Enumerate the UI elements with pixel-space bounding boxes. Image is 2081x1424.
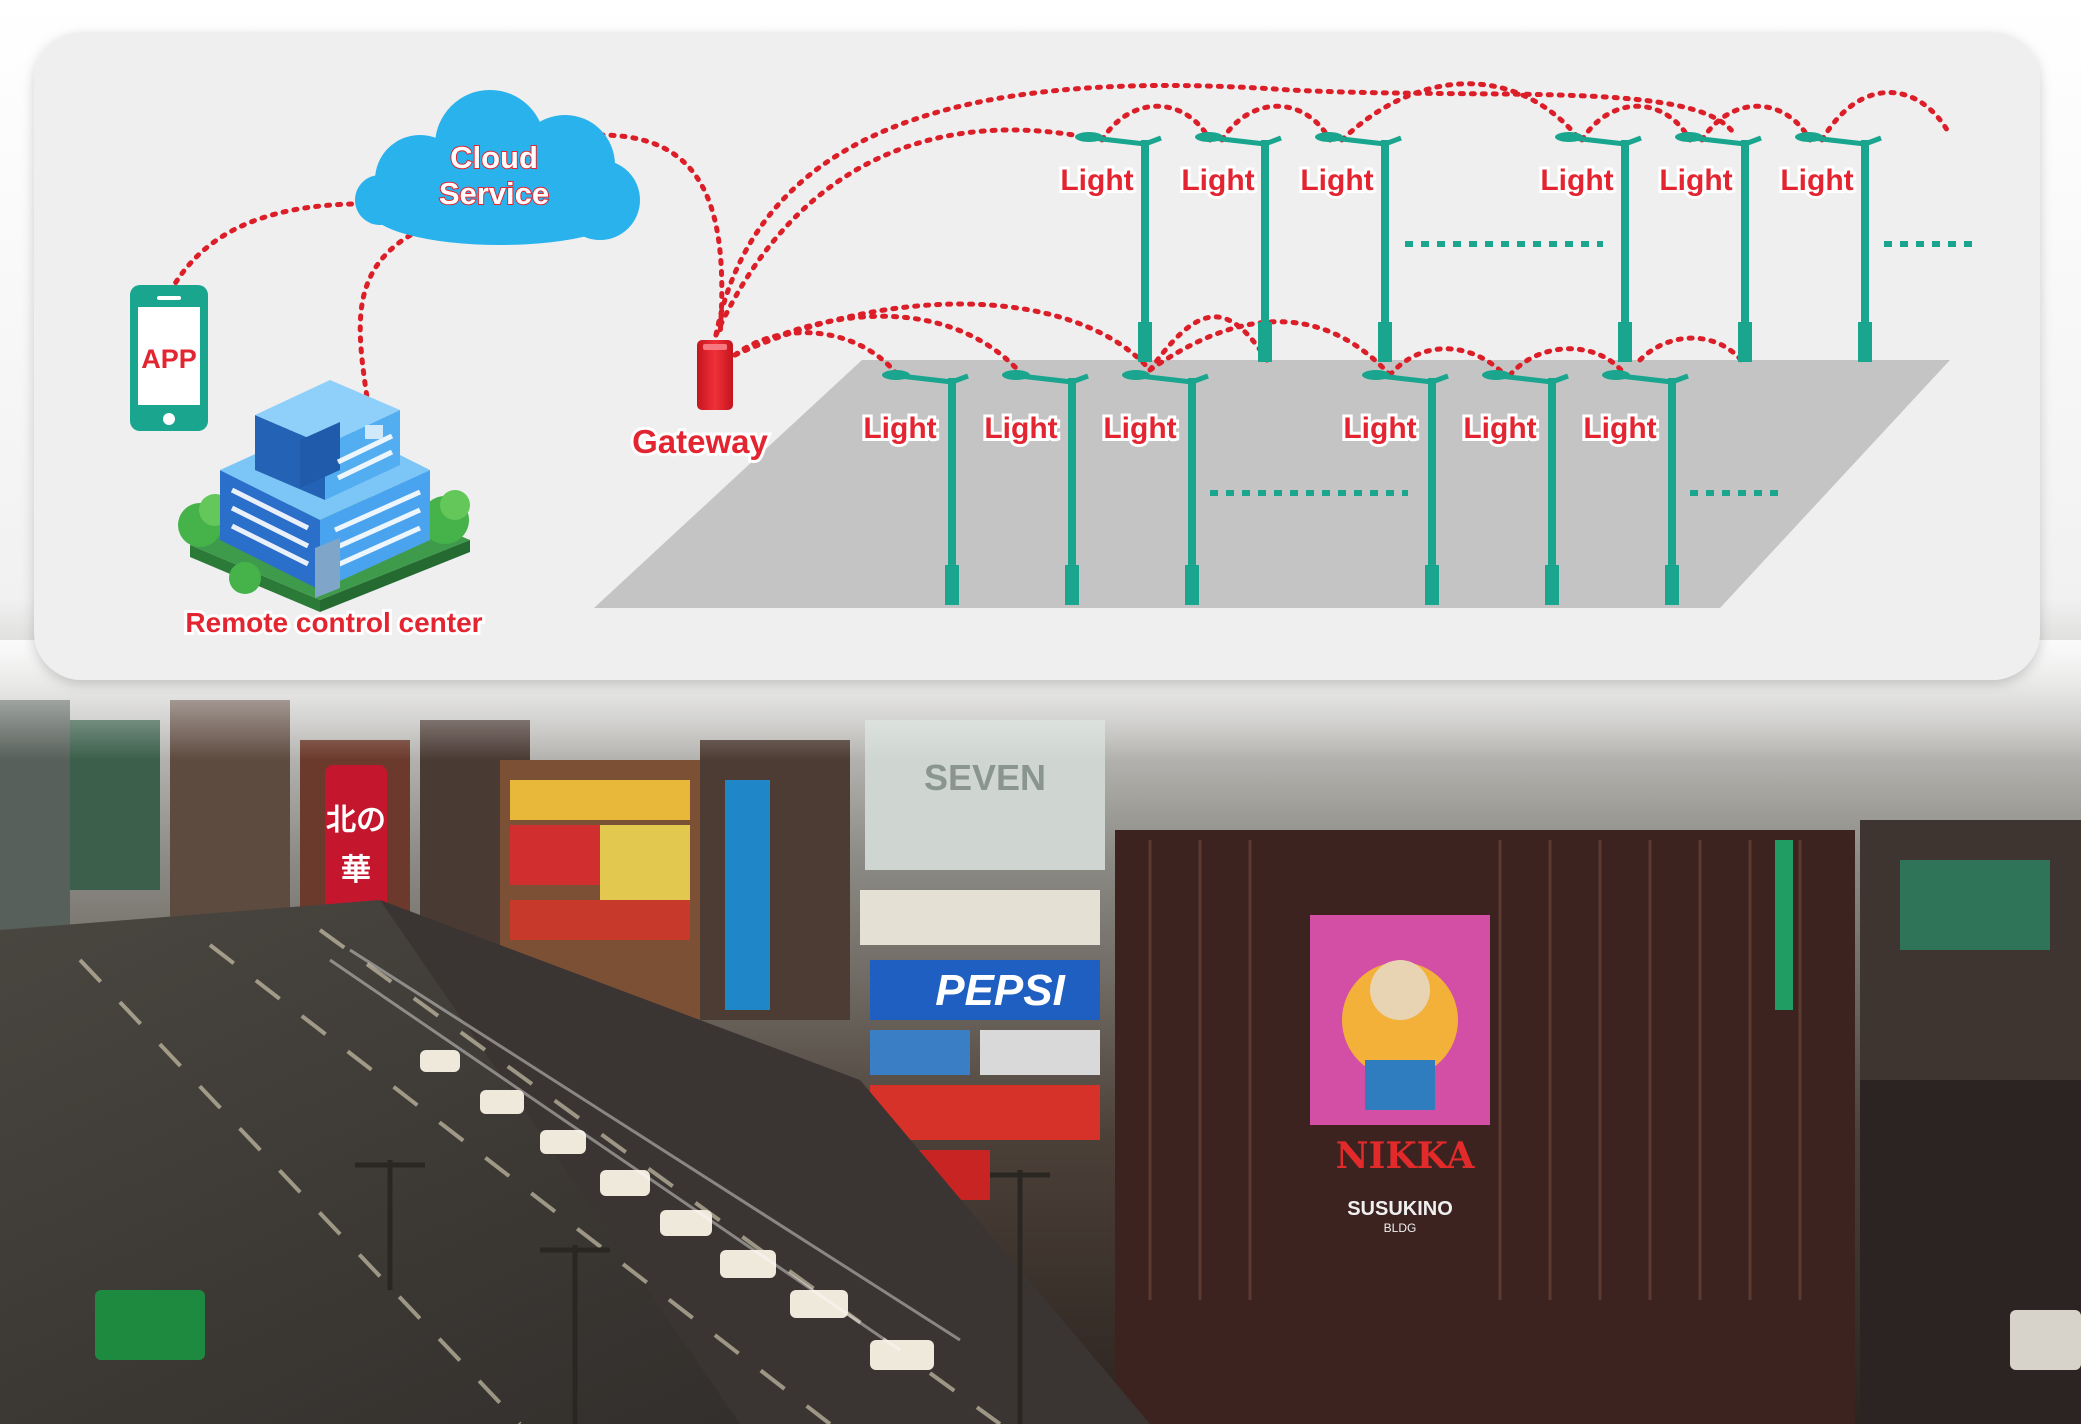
cloud-label-line2: Service bbox=[439, 176, 549, 211]
light-label-back-2: Light bbox=[1181, 164, 1254, 197]
light-label-back-5: Light bbox=[1659, 164, 1732, 197]
light-label-front-4: Light bbox=[1343, 412, 1416, 445]
sign-pepsi: PEPSI bbox=[935, 966, 1065, 1015]
gateway-device-icon bbox=[697, 340, 733, 410]
light-label-front-1: Light bbox=[863, 412, 936, 445]
svg-text:北の: 北の bbox=[326, 803, 386, 838]
light-label-back-3: Light bbox=[1300, 164, 1373, 197]
street-platform bbox=[594, 360, 1950, 608]
street-lights bbox=[882, 132, 1882, 605]
street-light-icon bbox=[1482, 370, 1569, 605]
street-light-icon bbox=[1362, 370, 1449, 605]
sign-susukino-1: SUSUKINO bbox=[1347, 1198, 1453, 1220]
street-light-icon bbox=[1795, 132, 1882, 362]
remote-center-label: Remote control center bbox=[185, 607, 482, 638]
sign-nikka: NIKKA bbox=[1336, 1135, 1476, 1177]
street-light-icon bbox=[1002, 370, 1089, 605]
sign-seven: SEVEN bbox=[924, 757, 1046, 798]
street-light-icon bbox=[1122, 370, 1209, 605]
light-label-front-2: Light bbox=[984, 412, 1057, 445]
svg-text:華: 華 bbox=[341, 853, 371, 888]
cloud-icon: Cloud Service bbox=[355, 90, 640, 245]
street-light-icon bbox=[882, 370, 969, 605]
street-light-icon bbox=[1195, 132, 1282, 362]
gateway-label: Gateway bbox=[632, 423, 768, 460]
sign-susukino-2: BLDG bbox=[1384, 1221, 1417, 1235]
street-light-icon bbox=[1315, 132, 1402, 362]
light-label-front-3: Light bbox=[1103, 412, 1176, 445]
light-label-front-6: Light bbox=[1583, 412, 1656, 445]
cloud-label-line1: Cloud bbox=[450, 140, 538, 175]
phone-icon: APP bbox=[130, 285, 208, 431]
street-light-icon bbox=[1675, 132, 1762, 362]
light-label-back-1: Light bbox=[1060, 164, 1133, 197]
street-light-icon bbox=[1555, 132, 1642, 362]
more-lights-ellipses bbox=[1210, 241, 1975, 496]
street-light-icon bbox=[1075, 132, 1162, 362]
street-light-icon bbox=[1602, 370, 1689, 605]
light-label-back-6: Light bbox=[1780, 164, 1853, 197]
building-icon bbox=[178, 380, 470, 612]
light-label-back-4: Light bbox=[1540, 164, 1613, 197]
app-label: APP bbox=[141, 344, 197, 374]
light-label-front-5: Light bbox=[1463, 412, 1536, 445]
